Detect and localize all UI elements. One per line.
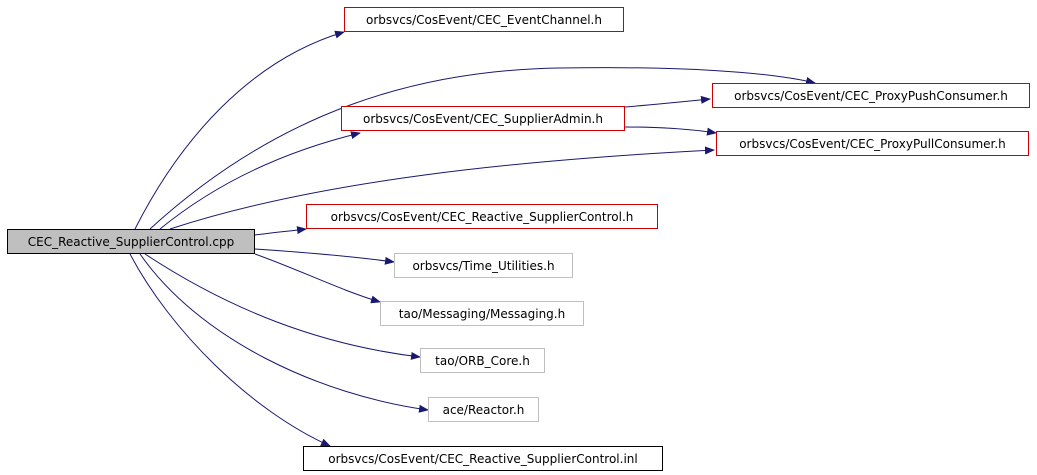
node-supplier-admin[interactable]: orbsvcs/CosEvent/CEC_SupplierAdmin.h bbox=[341, 106, 625, 131]
edge-root-to-event-channel bbox=[134, 30, 345, 230]
edge-root-to-proxy-pull-consumer bbox=[169, 146, 715, 230]
edge-supplier-admin-to-proxy-pull-consumer bbox=[624, 126, 717, 136]
edge-root-to-reactive-supplier-control-inl bbox=[129, 253, 331, 447]
edge-supplier-admin-to-proxy-push-consumer bbox=[624, 95, 711, 108]
node-messaging[interactable]: tao/Messaging/Messaging.h bbox=[380, 301, 584, 326]
node-reactive-supplier-control-h[interactable]: orbsvcs/CosEvent/CEC_Reactive_SupplierCo… bbox=[306, 204, 658, 229]
edge-root-to-reactive-supplier-control-h bbox=[254, 226, 307, 236]
edge-root-to-time-utilities bbox=[254, 248, 395, 265]
node-proxy-push-consumer[interactable]: orbsvcs/CosEvent/CEC_ProxyPushConsumer.h bbox=[712, 83, 1030, 108]
edge-root-to-proxy-push-consumer bbox=[149, 67, 816, 230]
node-time-utilities[interactable]: orbsvcs/Time_Utilities.h bbox=[394, 253, 573, 278]
node-reactive-supplier-control-inl[interactable]: orbsvcs/CosEvent/CEC_Reactive_SupplierCo… bbox=[303, 446, 663, 471]
edge-root-to-reactor bbox=[139, 253, 429, 413]
edge-root-to-supplier-admin bbox=[159, 131, 361, 230]
edge-root-to-messaging bbox=[254, 253, 381, 304]
node-orb-core[interactable]: tao/ORB_Core.h bbox=[420, 348, 545, 373]
node-event-channel[interactable]: orbsvcs/CosEvent/CEC_EventChannel.h bbox=[344, 7, 624, 32]
node-reactor[interactable]: ace/Reactor.h bbox=[428, 397, 539, 422]
node-proxy-pull-consumer[interactable]: orbsvcs/CosEvent/CEC_ProxyPullConsumer.h bbox=[716, 131, 1029, 156]
node-root-file[interactable]: CEC_Reactive_SupplierControl.cpp bbox=[7, 229, 255, 254]
edge-root-to-orb-core bbox=[144, 253, 421, 360]
